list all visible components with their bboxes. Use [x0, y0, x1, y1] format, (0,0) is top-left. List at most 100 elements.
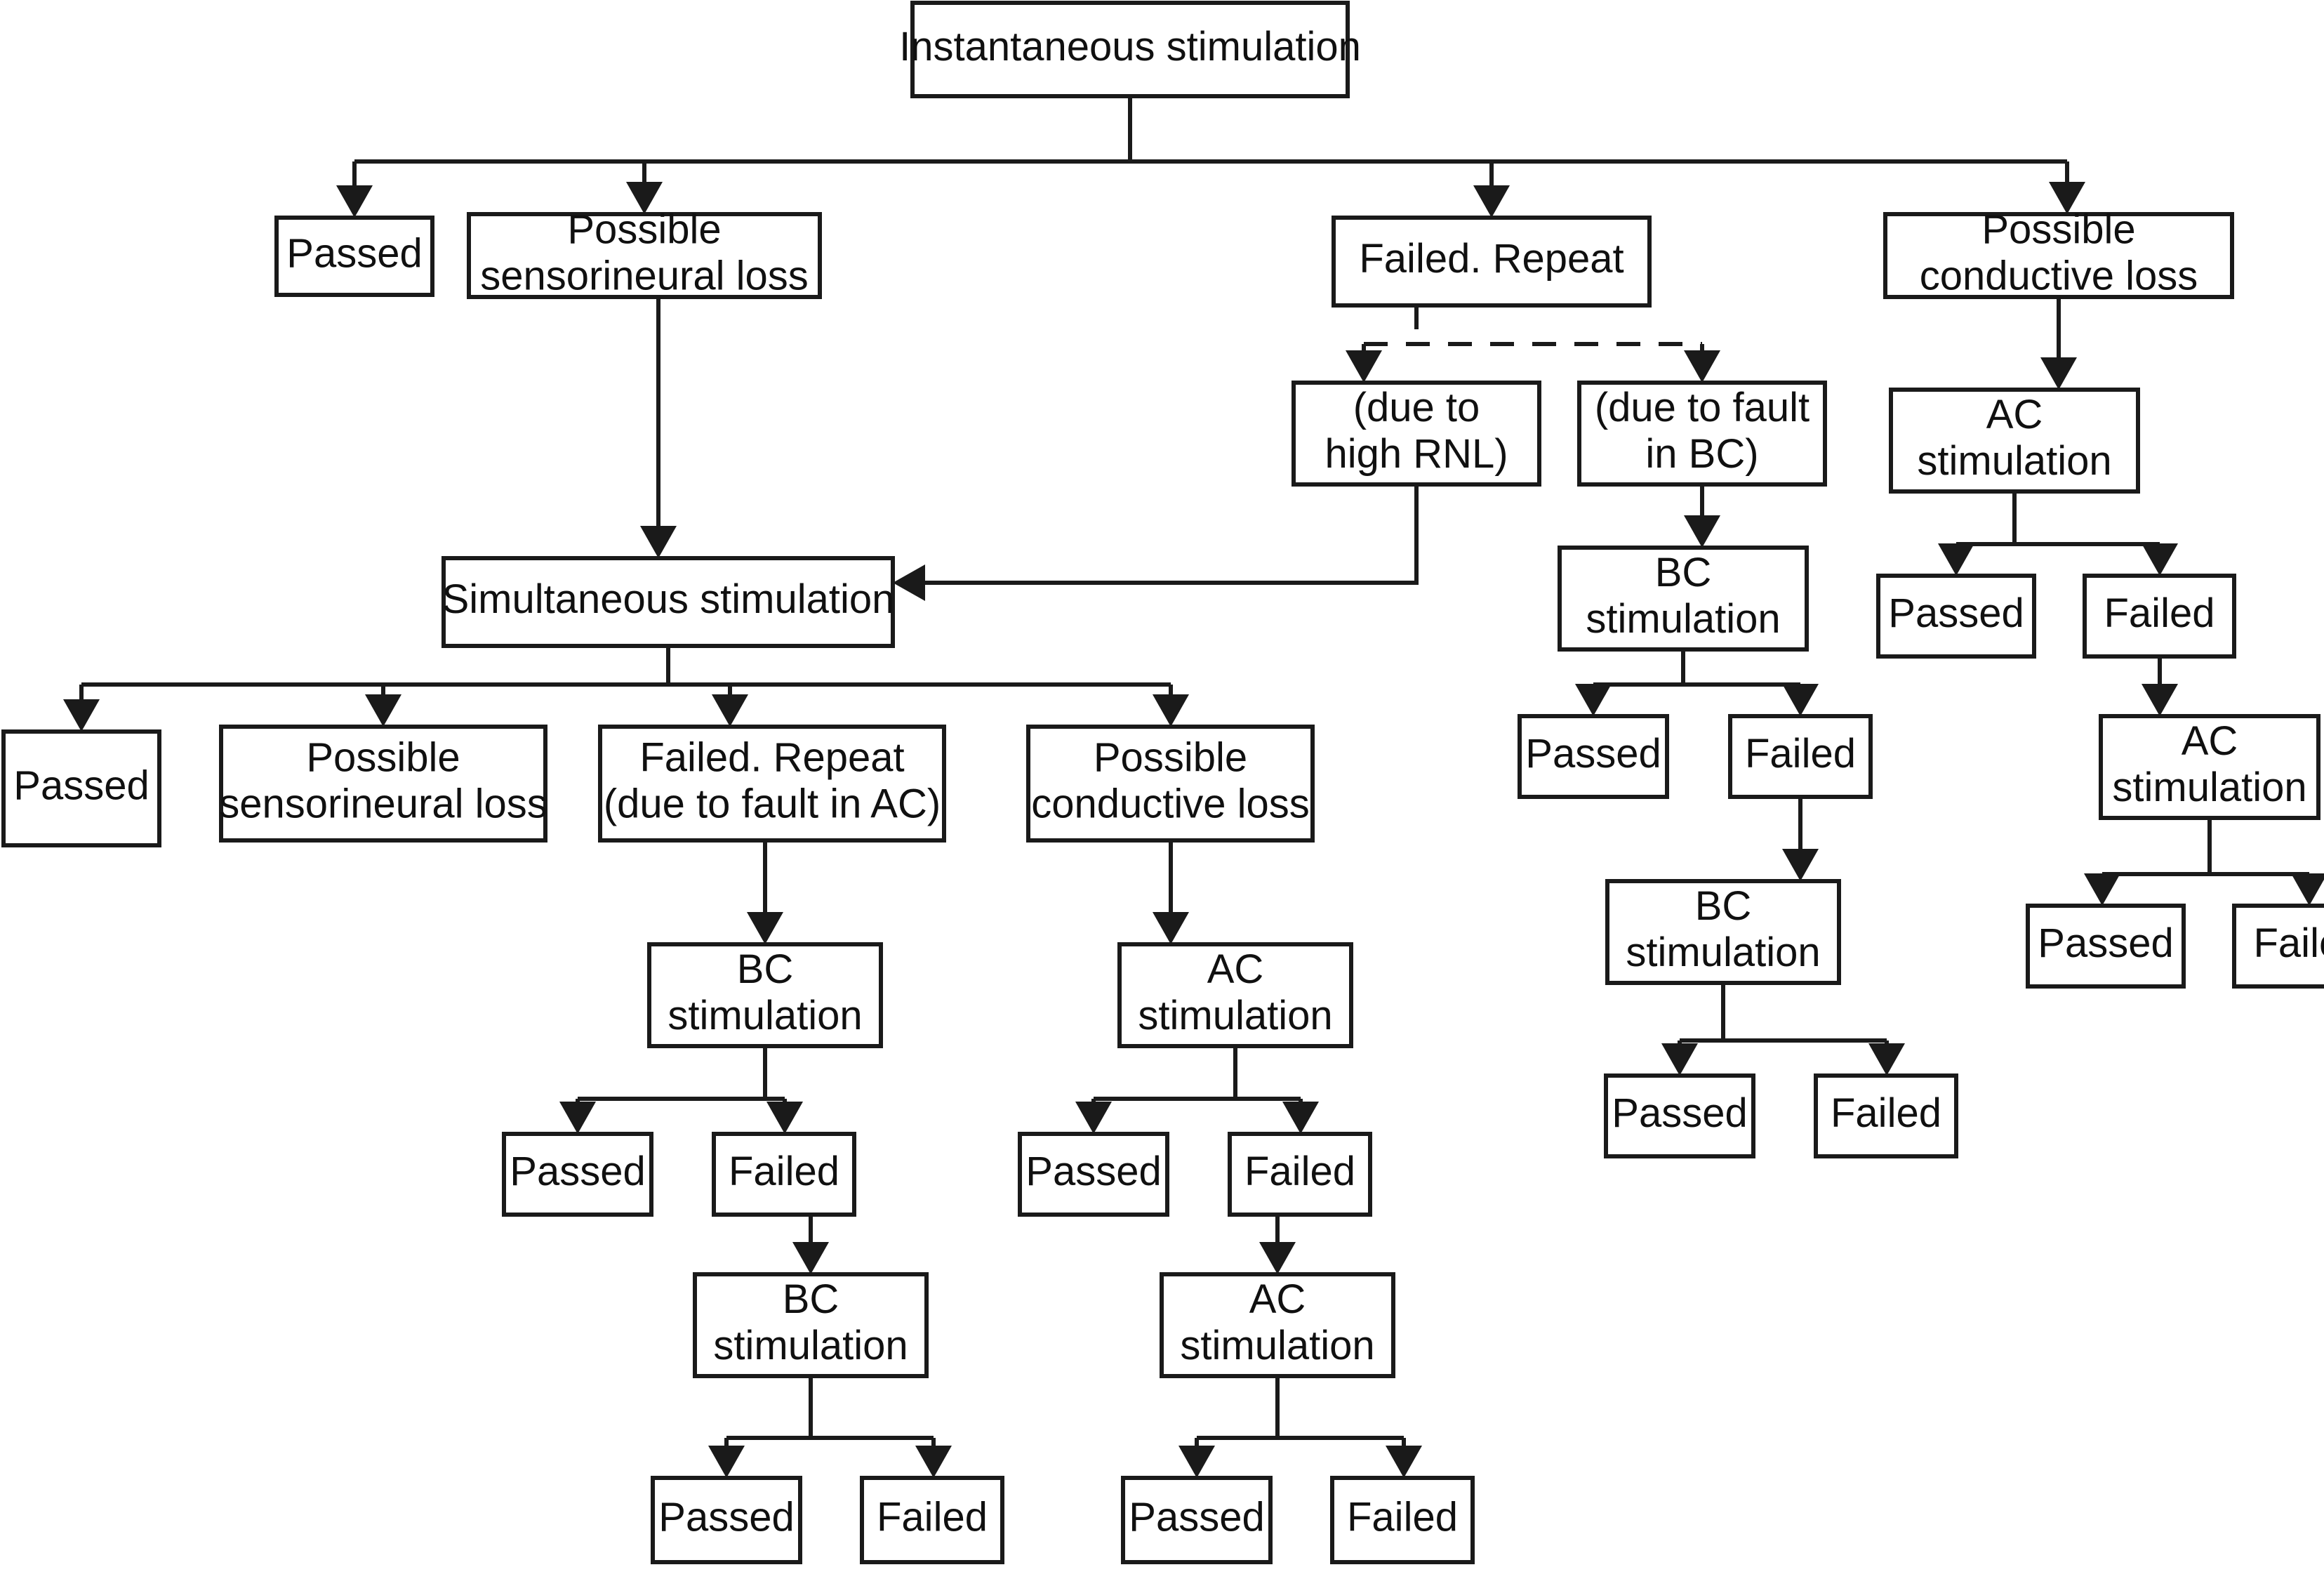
node-ac-stimulation-conductive-2-box[interactable] [2099, 714, 2320, 820]
edge-bc-sim1-bus [559, 1046, 803, 1134]
node-passed-conductive-2[interactable]: Passed [2026, 904, 2186, 989]
node-failed-ac-sim-2[interactable]: Failed [1330, 1476, 1475, 1564]
node-failed-ac-sim-1-box[interactable] [1228, 1132, 1372, 1217]
node-passed-bc-sim-2-box[interactable] [651, 1476, 802, 1564]
node-failed-bc-mid-2-box[interactable] [1814, 1073, 1958, 1158]
edge-bc-mid2-bus [1661, 983, 1905, 1076]
node-passed-ac-sim-2[interactable]: Passed [1121, 1476, 1273, 1564]
node-passed-bc-1-label: Passed [1525, 731, 1661, 777]
node-ac-stimulation-conductive-2-label: AC [2182, 718, 2238, 764]
node-failed-bc-sim-2-box[interactable] [860, 1476, 1004, 1564]
node-passed-instantaneous-label: Passed [286, 230, 422, 276]
node-bc-stimulation-mid-2-box[interactable] [1605, 879, 1841, 985]
node-passed-ac-sim-2-box[interactable] [1121, 1476, 1273, 1564]
node-passed-instantaneous[interactable]: Passed [274, 216, 434, 297]
node-failed-conductive-1[interactable]: Failed [2083, 574, 2236, 659]
node-passed-simultaneous[interactable]: Passed [1, 729, 161, 847]
node-failed-repeat-box[interactable] [1332, 216, 1652, 308]
node-failed-bc-1[interactable]: Failed [1728, 714, 1873, 799]
node-possible-sensorineural-loss-simultaneous-label: Possible [306, 734, 460, 780]
node-failed-bc-sim-2[interactable]: Failed [860, 1476, 1004, 1564]
node-simultaneous-stimulation-box[interactable] [441, 556, 895, 648]
edge-ac1-bus [1938, 491, 2178, 576]
edge-conductive-sim-to-ac-sim1 [1153, 840, 1189, 944]
edge-failed-repeat-ac-to-bc-sim1 [747, 840, 783, 944]
node-passed-ac-sim-1[interactable]: Passed [1018, 1132, 1169, 1217]
node-ac-stimulation-sim-1-box[interactable] [1117, 942, 1353, 1048]
node-failed-conductive-2-label: Failed [2254, 920, 2324, 966]
node-passed-bc-mid-2-box[interactable] [1604, 1073, 1755, 1158]
node-simultaneous-stimulation-label: Simultaneous stimulation [442, 576, 895, 622]
node-possible-conductive-loss-top-box[interactable] [1883, 212, 2234, 299]
node-ac-stimulation-sim-2-box[interactable] [1160, 1272, 1395, 1378]
node-ac-stimulation-conductive-1-box[interactable] [1889, 388, 2140, 494]
node-possible-conductive-loss-simultaneous-box[interactable] [1026, 725, 1315, 843]
node-passed-bc-1-box[interactable] [1518, 714, 1669, 799]
node-bc-stimulation-sim-1-box[interactable] [647, 942, 883, 1048]
edge-sim-to-sensorineural [365, 685, 401, 727]
node-instantaneous-stimulation-label: Instantaneous stimulation [899, 24, 1361, 70]
node-ac-stimulation-sim-1-label: stimulation [1138, 993, 1332, 1038]
node-failed-bc-mid-2[interactable]: Failed [1814, 1073, 1958, 1158]
node-failed-bc-sim-1[interactable]: Failed [712, 1132, 856, 1217]
node-passed-conductive-2-box[interactable] [2026, 904, 2186, 989]
node-passed-ac-sim-1-box[interactable] [1018, 1132, 1169, 1217]
node-possible-sensorineural-loss-simultaneous-box[interactable] [219, 725, 547, 843]
node-passed-bc-1[interactable]: Passed [1518, 714, 1669, 799]
node-failed-bc-1-box[interactable] [1728, 714, 1873, 799]
node-failed-repeat-due-to-fault-in-ac-box[interactable] [598, 725, 946, 843]
node-passed-bc-mid-2[interactable]: Passed [1604, 1073, 1755, 1158]
node-bc-stimulation-mid-2-label: stimulation [1626, 930, 1820, 975]
node-possible-conductive-loss-simultaneous-label: conductive loss [1031, 781, 1310, 826]
node-failed-conductive-2-box[interactable] [2232, 904, 2324, 989]
node-passed-bc-mid-2-label: Passed [1612, 1090, 1747, 1136]
node-ac-stimulation-sim-2-label: AC [1249, 1276, 1306, 1322]
node-due-to-fault-in-bc-box[interactable] [1577, 381, 1827, 487]
node-failed-conductive-1-box[interactable] [2083, 574, 2236, 659]
node-failed-repeat-label: Failed. Repeat [1359, 236, 1624, 282]
node-failed-repeat-due-to-fault-in-ac-label: (due to fault in AC) [604, 781, 941, 826]
edge-failed-bc1-to-bc-mid2 [1782, 797, 1819, 881]
node-passed-bc-sim-1-box[interactable] [502, 1132, 653, 1217]
node-passed-bc-sim-2[interactable]: Passed [651, 1476, 802, 1564]
node-failed-ac-sim-1[interactable]: Failed [1228, 1132, 1372, 1217]
node-passed-instantaneous-box[interactable] [274, 216, 434, 297]
node-passed-bc-sim-2-label: Passed [658, 1494, 794, 1540]
node-passed-conductive-1-label: Passed [1888, 590, 2024, 636]
node-instantaneous-stimulation-box[interactable] [910, 1, 1350, 98]
node-due-to-high-rnl-box[interactable] [1292, 381, 1541, 487]
edge-instantaneous-bus [354, 96, 2067, 164]
node-passed-conductive-1-box[interactable] [1876, 574, 2036, 659]
node-simultaneous-stimulation[interactable]: Simultaneous stimulation [441, 556, 895, 648]
node-passed-conductive-1[interactable]: Passed [1876, 574, 2036, 659]
node-passed-simultaneous-box[interactable] [1, 729, 161, 847]
node-failed-conductive-2[interactable]: Failed [2232, 904, 2324, 989]
node-passed-ac-sim-2-label: Passed [1129, 1494, 1264, 1540]
node-failed-bc-sim-1-box[interactable] [712, 1132, 856, 1217]
node-failed-repeat-due-to-fault-in-ac[interactable]: Failed. Repeat(due to fault in AC) [598, 725, 946, 843]
edge-instantaneous-to-failed-repeat [1473, 161, 1510, 218]
node-failed-repeat[interactable]: Failed. Repeat [1332, 216, 1652, 308]
node-bc-stimulation-sim-2-box[interactable] [693, 1272, 929, 1378]
edge-sim-to-conductive [1153, 685, 1189, 727]
node-instantaneous-stimulation[interactable]: Instantaneous stimulation [899, 1, 1361, 98]
node-failed-ac-sim-2-box[interactable] [1330, 1476, 1475, 1564]
node-possible-sensorineural-loss-top-box[interactable] [467, 212, 822, 299]
node-passed-bc-sim-1[interactable]: Passed [502, 1132, 653, 1217]
node-bc-stimulation-mid-1-box[interactable] [1558, 546, 1809, 652]
